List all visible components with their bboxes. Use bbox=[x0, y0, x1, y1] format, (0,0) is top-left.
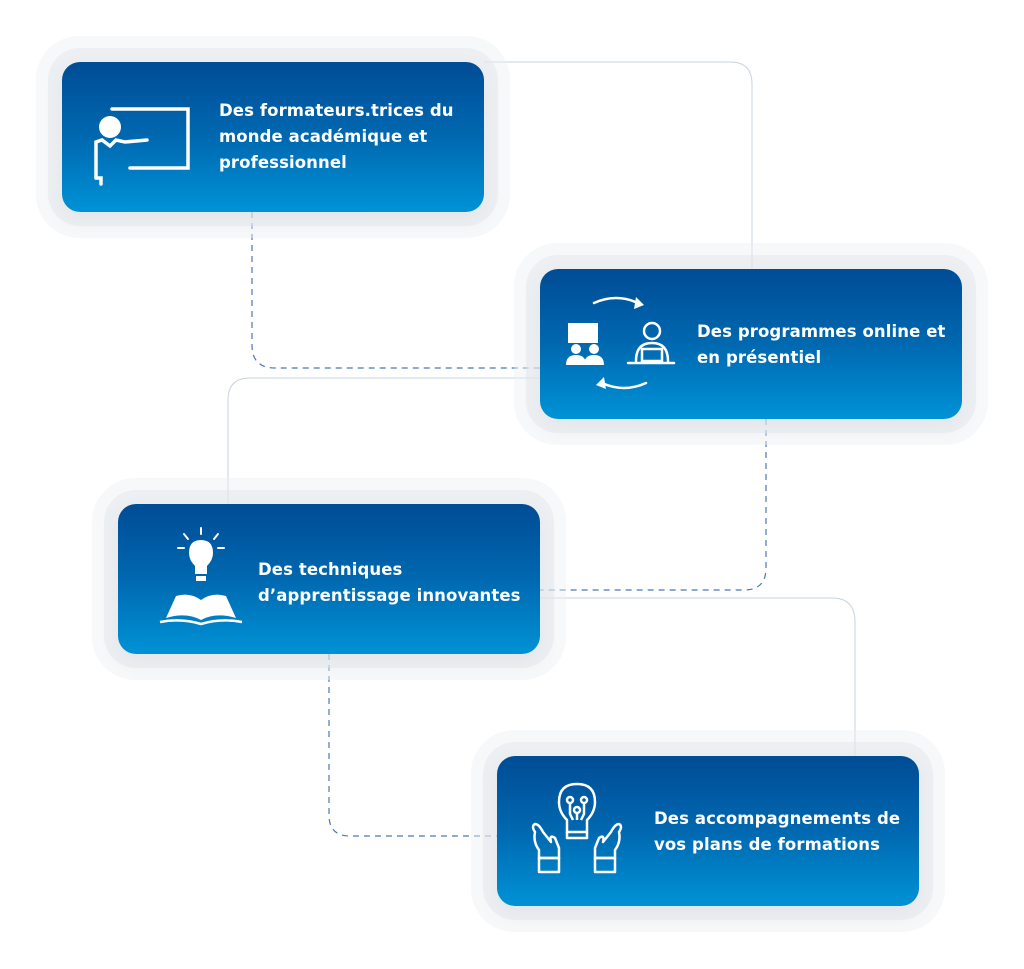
teacher-board-icon bbox=[94, 107, 190, 186]
connector-3-4 bbox=[328, 654, 497, 837]
step-card-4: Des accompagnements de vos plans de form… bbox=[497, 756, 919, 906]
step-3-text: Des techniques d’apprentissage innovante… bbox=[258, 557, 521, 609]
text-line: monde académique et bbox=[219, 127, 428, 146]
text-line: en présentiel bbox=[697, 348, 822, 367]
text-line: vos plans de formations bbox=[654, 835, 881, 854]
faint-connector-3 bbox=[540, 597, 856, 756]
step-card-2: Des programmes online et en présentiel bbox=[540, 269, 962, 419]
text-line: Des formateurs.trices du bbox=[219, 101, 454, 120]
connector-1-2 bbox=[251, 212, 540, 369]
step-card-3: Des techniques d’apprentissage innovante… bbox=[118, 504, 540, 654]
faint-connector-1 bbox=[484, 61, 753, 269]
online-offline-cycle-icon bbox=[566, 296, 676, 390]
step-1-text: Des formateurs.trices du monde académiqu… bbox=[219, 98, 454, 176]
step-4-text: Des accompagnements de vos plans de form… bbox=[654, 806, 900, 858]
lightbulb-book-icon bbox=[159, 527, 243, 626]
text-line: Des accompagnements de bbox=[654, 809, 901, 828]
text-line: professionnel bbox=[219, 153, 347, 172]
text-line: Des programmes online et bbox=[697, 322, 946, 341]
text-line: d’apprentissage innovantes bbox=[258, 586, 521, 605]
step-card-1: Des formateurs.trices du monde académiqu… bbox=[62, 62, 484, 212]
hands-lightbulb-icon bbox=[531, 782, 623, 874]
faint-connector-2 bbox=[227, 377, 540, 504]
step-2-text: Des programmes online et en présentiel bbox=[697, 319, 946, 371]
text-line: Des techniques bbox=[258, 560, 403, 579]
connector-2-3 bbox=[540, 419, 767, 591]
